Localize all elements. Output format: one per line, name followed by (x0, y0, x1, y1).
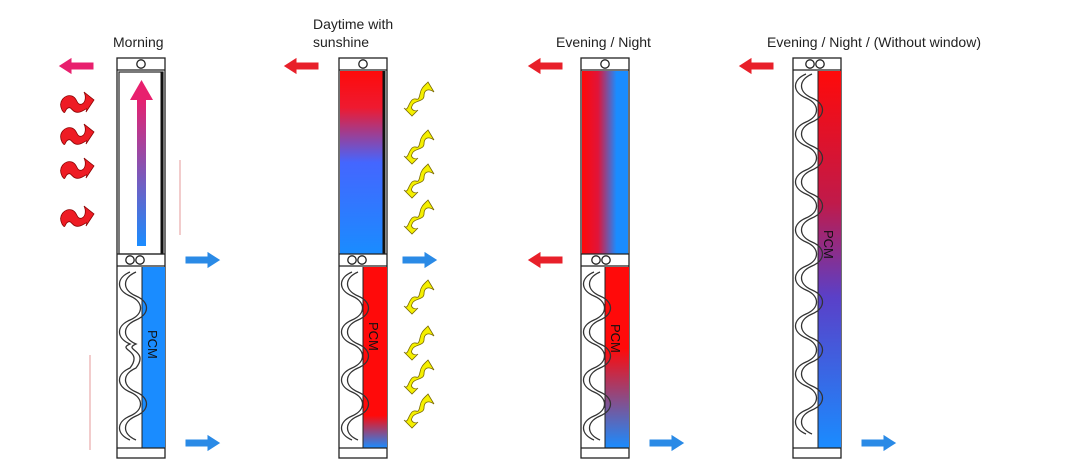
pcm-label: PCM (145, 330, 160, 359)
panel-evening: Evening / Night PCM (526, 34, 686, 459)
panel-morning-title: Morning (113, 34, 164, 50)
panel-morning: Morning PCM (57, 34, 222, 459)
vent-roller-icon (358, 59, 368, 69)
wavy-fin-icon (118, 271, 142, 441)
panel-evening-title: Evening / Night (556, 34, 651, 50)
air-flow-arrow-icon (648, 433, 686, 453)
panel-without-window-title: Evening / Night / (Without window) (767, 34, 981, 50)
vent-roller-icon (136, 59, 146, 69)
panel-daytime: Daytime with sunshine PCM (282, 16, 439, 459)
pcm-layer (605, 267, 629, 448)
panel-daytime-title-line2: sunshine (313, 34, 369, 50)
pcm-label: PCM (608, 324, 623, 353)
panel-daytime-title-line1: Daytime with (313, 16, 393, 32)
air-flow-arrow-icon (57, 56, 95, 76)
air-flow-arrow-icon (184, 433, 222, 453)
wavy-fin-icon (794, 73, 818, 435)
air-flow-arrow-icon (737, 56, 775, 76)
heat-wave-icon (60, 91, 95, 227)
pcm-layer (818, 71, 841, 448)
pcm-label: PCM (821, 230, 836, 259)
window-pane (582, 71, 628, 254)
window-pane (340, 71, 383, 254)
wavy-fin-icon (582, 271, 606, 441)
air-flow-arrow-icon (526, 250, 564, 270)
pcm-layer (142, 267, 165, 448)
air-flow-arrow-icon (401, 250, 439, 270)
air-flow-arrow-icon (137, 98, 146, 246)
panel-without-window: Evening / Night / (Without window) PCM (737, 34, 981, 459)
wavy-fin-icon (340, 271, 364, 441)
pcm-label: PCM (366, 322, 381, 351)
pcm-layer (363, 267, 387, 448)
air-flow-arrow-icon (860, 433, 898, 453)
air-flow-arrow-icon (184, 250, 222, 270)
air-flow-arrow-icon (282, 56, 320, 76)
vent-roller-icon (600, 59, 610, 69)
air-flow-arrow-icon (526, 56, 564, 76)
